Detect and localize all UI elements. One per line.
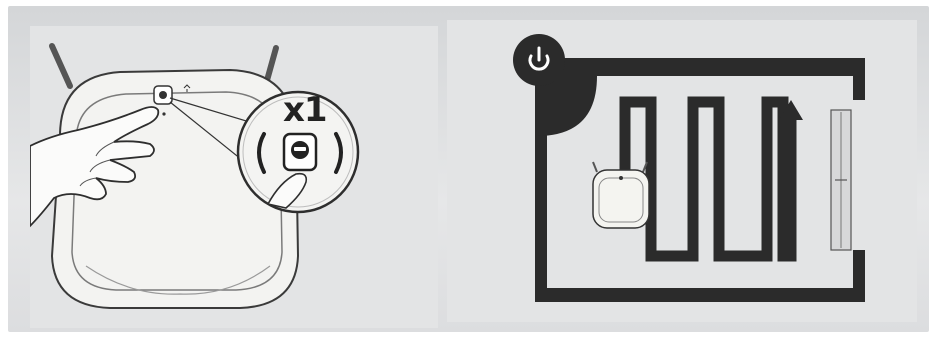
side-brush-left <box>49 43 73 89</box>
wall-top <box>535 58 865 120</box>
magnifier-inner-ring <box>242 96 354 208</box>
status-dot <box>162 112 166 116</box>
side-brush-right <box>263 45 279 87</box>
robot-brush-left <box>592 161 598 173</box>
wall-right-lower <box>853 250 865 302</box>
hand-finger-lines <box>79 141 115 187</box>
room-map-illustration <box>513 34 865 302</box>
robot-cleaner <box>592 169 650 229</box>
wifi-icon <box>183 84 191 92</box>
fingertip-zoomed <box>266 172 308 209</box>
bracket-left <box>257 132 266 174</box>
press-count-label: x1 <box>283 90 328 130</box>
robot-button-dot <box>619 176 623 180</box>
panel-press-button: x1 <box>30 26 438 328</box>
robot-top-view-illustration <box>30 43 360 309</box>
robot-front-curve <box>85 265 271 295</box>
path-arrow-icon <box>779 100 803 120</box>
panel-cleaning-path <box>447 20 917 322</box>
bracket-right <box>334 132 343 174</box>
robot-button-small-glyph <box>159 91 167 99</box>
cleaning-path <box>619 96 797 262</box>
robot-face-visor <box>294 147 306 151</box>
wall-left <box>535 120 547 302</box>
wall-bottom <box>535 288 865 302</box>
robot-brush-right <box>642 161 648 173</box>
power-icon <box>528 54 550 71</box>
